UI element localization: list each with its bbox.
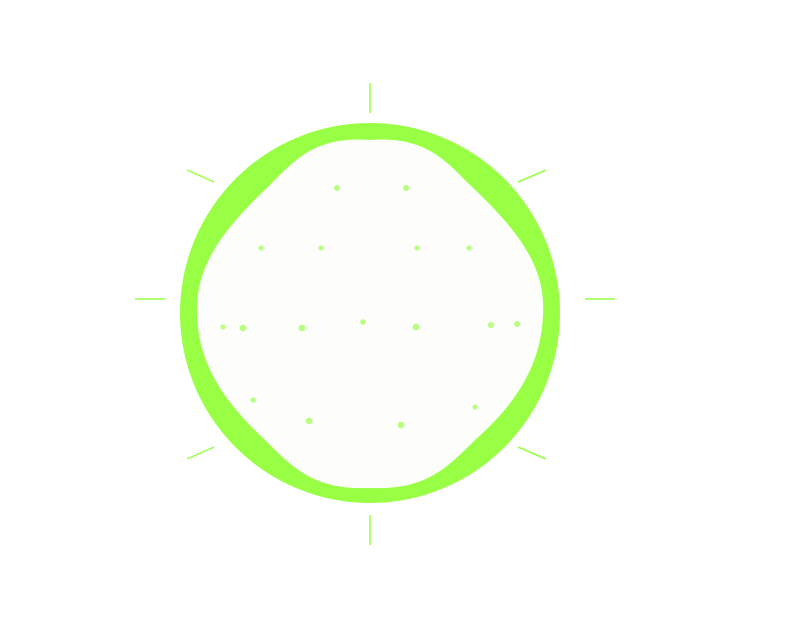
seed-dot (239, 324, 247, 332)
seed-dot (305, 417, 313, 425)
seed-dot (488, 322, 494, 328)
seed-dot (298, 324, 306, 332)
seed-dot (514, 321, 520, 327)
ray-line (517, 446, 547, 460)
seed-dot (397, 421, 405, 429)
seed-dot (360, 319, 366, 325)
ray-line (517, 169, 547, 183)
ray-line (186, 446, 215, 460)
seed-dot (258, 245, 264, 251)
seed-dot (466, 245, 472, 251)
sparkle-rays (135, 83, 615, 545)
seed-dot (414, 245, 420, 251)
seed-dot (220, 324, 226, 330)
seed-dot (412, 323, 420, 331)
lime-flesh (196, 139, 544, 489)
seed-dot (318, 245, 324, 251)
seed-dot (334, 185, 340, 191)
lime-seeds (220, 185, 520, 429)
seed-dot (472, 404, 478, 410)
seed-dot (403, 185, 409, 191)
ray-line (186, 169, 215, 183)
seed-dot (250, 397, 256, 403)
